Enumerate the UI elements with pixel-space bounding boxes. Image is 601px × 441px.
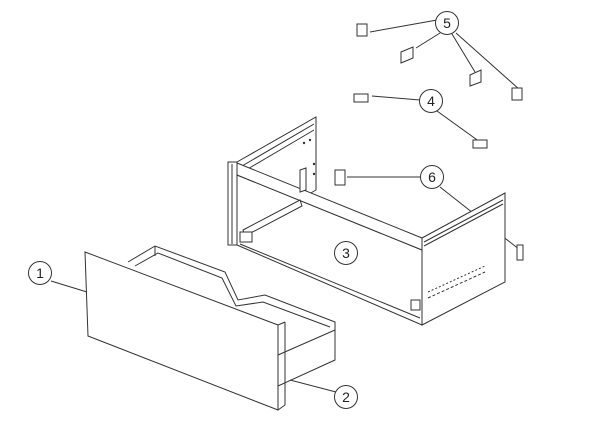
part-6a [334, 169, 346, 186]
cabinet [227, 116, 506, 326]
callout-5: 5 [435, 11, 459, 35]
hardware [334, 23, 524, 261]
part-4b [472, 139, 488, 149]
part-4a [353, 93, 369, 103]
callout-4: 4 [419, 89, 443, 113]
part-5a [356, 23, 368, 37]
callout-1: 1 [28, 261, 52, 285]
callout-3: 3 [334, 241, 358, 265]
runner-clip-right [410, 299, 421, 311]
part-5c [469, 69, 482, 87]
part-6b [516, 244, 524, 261]
part-5b [400, 46, 414, 64]
callout-6: 6 [420, 165, 444, 189]
runner-clip [239, 231, 253, 243]
part-5d [511, 87, 523, 101]
callout-2: 2 [334, 385, 358, 409]
drawer [84, 245, 336, 411]
